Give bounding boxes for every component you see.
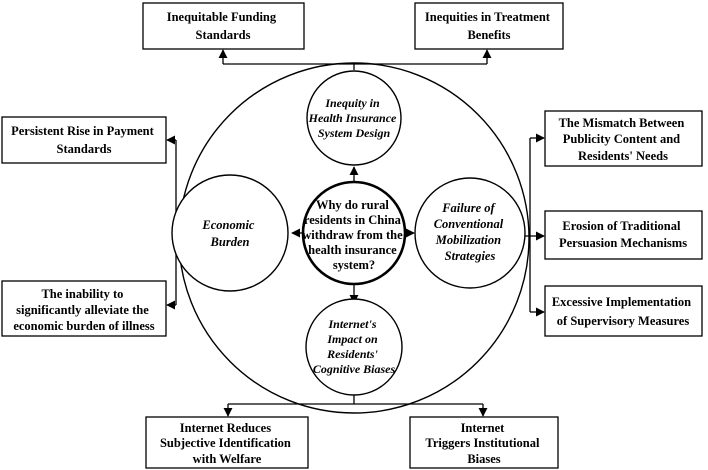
box-right-3-shape [544,285,703,337]
circle-left-label: Economic Burden [201,218,257,249]
top-connector [218,49,492,70]
box-right-2: Erosion of Traditional Persuasion Mechan… [559,219,687,250]
box-top-right: Inequities in Treatment Benefits [425,10,553,42]
box-right-1-shape [544,110,703,167]
box-right-3: Excessive Implementation of Supervisory … [552,295,694,328]
box-bottom-right-shape [409,416,559,469]
box-left-bottom-shape [1,280,167,337]
center-question: Why do rural residents in China withdraw… [302,198,406,272]
circle-right-label: Failure of Conventional Mobilization Str… [434,201,507,263]
box-left-top: Persistent Rise in Payment Standards [11,124,157,156]
circle-top-label: Inequity in Health Insurance System Desi… [308,96,400,140]
box-bottom-right: Internet Triggers Institutional Biases [425,421,542,466]
box-top-right-shape [414,2,564,50]
circle-top-shape [306,70,402,166]
center-circle-shape [301,180,407,286]
box-right-2-shape [544,210,703,260]
box-left-top-shape [1,116,167,164]
box-bottom-left-shape [145,416,309,469]
circle-bottom-shape [305,298,403,396]
box-top-left-shape [142,2,305,50]
circle-left-shape [171,174,289,292]
circle-bottom-label: Internet's Impact on Residents' Cognitiv… [313,317,396,376]
box-bottom-left: Internet Reduces Subjective Identificati… [160,421,294,466]
circle-right-shape [414,177,526,289]
box-top-left: Inequitable Funding Standards [167,10,280,42]
box-left-bottom: The inability to significantly alleviate… [13,287,154,333]
box-right-1: The Mismatch Between Publicity Content a… [559,116,688,163]
